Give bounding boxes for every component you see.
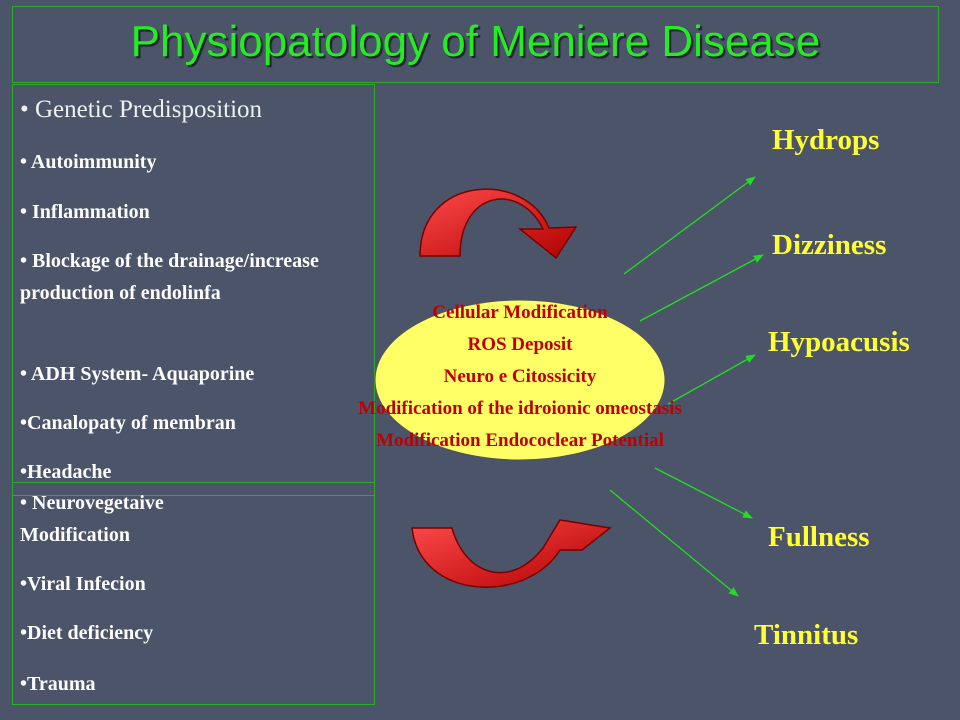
cause-blockage: • Blockage of the drainage/increase prod… [20, 250, 319, 304]
cycle-arrow-bottom-icon [411, 519, 612, 588]
outcome-arrows-icon [609, 176, 764, 597]
cause-viral: •Viral Infecion [20, 573, 146, 595]
center-ellipse [374, 299, 666, 461]
outcome-fullness: Fullness [768, 521, 870, 553]
outcome-tinnitus: Tinnitus [754, 619, 859, 651]
title-box: Physiopatology of Meniere Disease [12, 6, 939, 83]
cause-diet: •Diet deficiency [20, 622, 154, 644]
cause-inflammation: • Inflammation [20, 201, 150, 223]
causes-box-bottom [12, 482, 375, 705]
center-line-1: Cellular Modification [432, 302, 608, 323]
cause-genetic: • Genetic Predisposition [20, 96, 263, 123]
cause-adh: • ADH System- Aquaporine [20, 363, 255, 385]
cause-headache: •Headache [20, 461, 112, 483]
cause-canalopathy: •Canalopaty of membran [20, 412, 236, 434]
center-line-4: Modification of the idroionic omeostasis [358, 398, 682, 419]
outcome-hypoacusis: Hypoacusis [768, 326, 910, 358]
outcome-hydrops: Hydrops [772, 124, 880, 156]
cycle-arrow-top-icon [419, 188, 578, 260]
cause-autoimmunity: • Autoimmunity [20, 151, 157, 173]
slide-title: Physiopatology of Meniere Disease [130, 17, 821, 66]
center-line-2: ROS Deposit [467, 334, 573, 355]
cause-neurovegetative: • Neurovegetaive Modification [20, 492, 164, 546]
causes-box-top [12, 84, 375, 496]
center-line-5: Modification Endococlear Potential [376, 430, 664, 451]
cause-trauma: •Trauma [20, 673, 96, 695]
outcome-dizziness: Dizziness [772, 229, 887, 261]
center-line-3: Neuro e Citossicity [443, 366, 597, 387]
